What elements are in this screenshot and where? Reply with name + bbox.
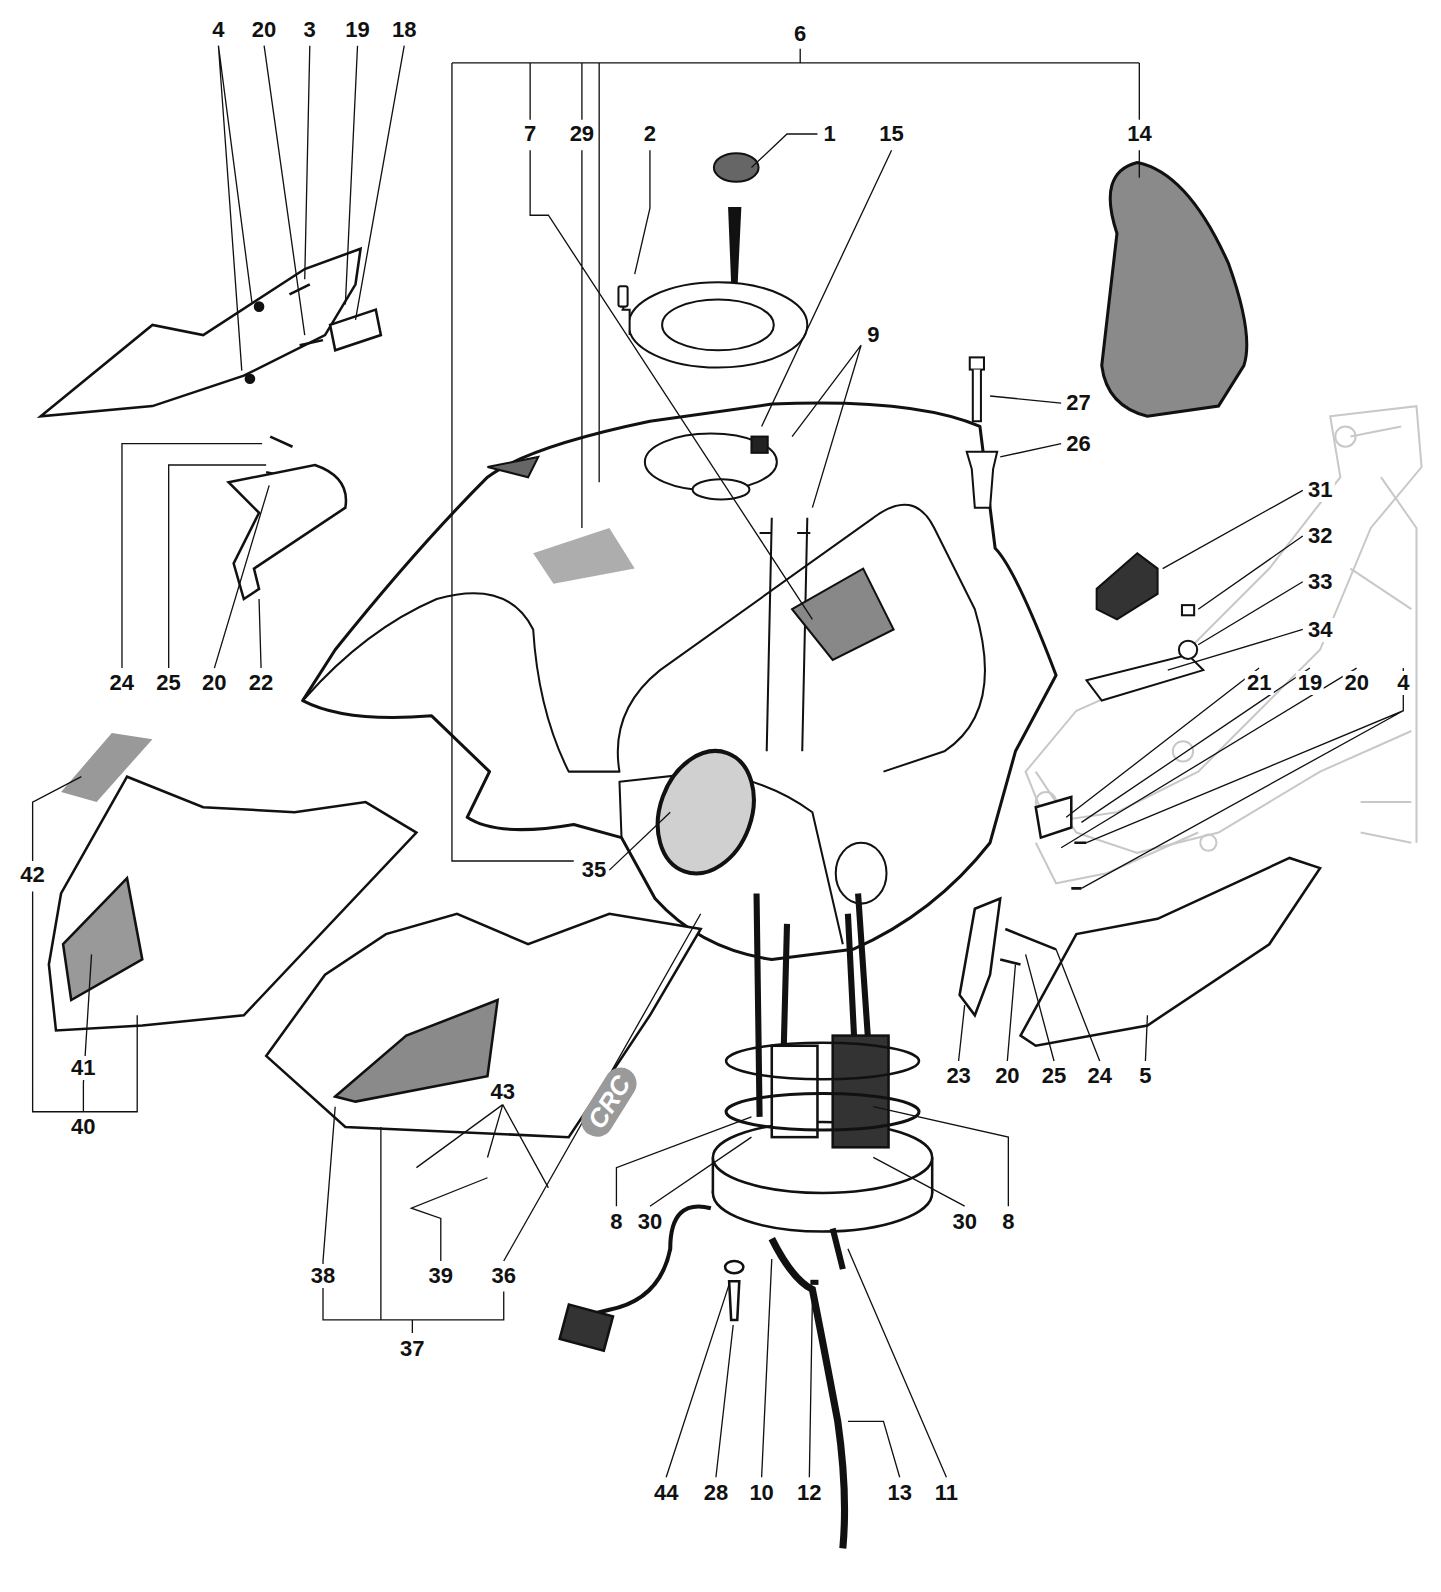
- callout-number: 18: [390, 18, 418, 42]
- side-panel-37: [266, 914, 701, 1137]
- callout-number: 32: [1306, 524, 1334, 548]
- tank-sticker-29: [533, 528, 635, 584]
- callout-number: 8: [1000, 1210, 1016, 1234]
- callout-number: 15: [877, 122, 905, 146]
- callout-number: 39: [426, 1264, 454, 1288]
- callout-number: 31: [1306, 478, 1334, 502]
- callout-number: 35: [580, 858, 608, 882]
- callout-number: 34: [1306, 618, 1334, 642]
- tank-details: [487, 437, 893, 904]
- fuel-tank: [303, 403, 1056, 959]
- callout-number: 20: [200, 671, 228, 695]
- callout-number: 30: [636, 1210, 664, 1234]
- callout-number: 14: [1125, 122, 1153, 146]
- callout-number: 20: [250, 18, 278, 42]
- callout-number: 7: [522, 122, 538, 146]
- callout-number: 22: [247, 671, 275, 695]
- callout-number: 28: [702, 1481, 730, 1505]
- callout-number: 43: [488, 1080, 516, 1104]
- callout-number: 12: [795, 1481, 823, 1505]
- callout-number: 10: [747, 1481, 775, 1505]
- callout-number: 19: [1296, 671, 1324, 695]
- callout-number: 1: [822, 122, 838, 146]
- frame-outline: [1026, 406, 1422, 883]
- callout-number: 38: [309, 1264, 337, 1288]
- callout-number: 44: [652, 1481, 680, 1505]
- callout-number: 19: [343, 18, 371, 42]
- fuel-pump: [560, 893, 933, 1548]
- callout-number: 21: [1245, 671, 1273, 695]
- callout-number: 27: [1064, 391, 1092, 415]
- callout-number: 30: [950, 1210, 978, 1234]
- callout-number: 42: [18, 863, 46, 887]
- callout-number: 4: [1395, 671, 1411, 695]
- callout-number: 4: [210, 18, 226, 42]
- callout-number: 20: [1342, 671, 1370, 695]
- left-top-cover: [41, 249, 381, 599]
- callout-number: 6: [792, 22, 808, 46]
- callout-number: 40: [69, 1115, 97, 1139]
- callout-number: 24: [108, 671, 136, 695]
- callout-number: 9: [865, 323, 881, 347]
- callout-number: 20: [993, 1064, 1021, 1088]
- bolt-and-bushing: [967, 357, 1204, 700]
- callout-number: 24: [1086, 1064, 1114, 1088]
- callout-number: 25: [1040, 1064, 1068, 1088]
- callout-number: 33: [1306, 570, 1334, 594]
- callout-number: 3: [302, 18, 318, 42]
- right-cover-5: [960, 797, 1320, 1046]
- callout-number: 8: [608, 1210, 624, 1234]
- pad-14: [1102, 162, 1247, 416]
- callout-number: 41: [69, 1056, 97, 1080]
- callout-number: 26: [1064, 432, 1092, 456]
- callout-number: 2: [642, 122, 658, 146]
- filler-cap: [618, 153, 807, 367]
- callout-number: 36: [489, 1264, 517, 1288]
- callout-number: 11: [933, 1481, 960, 1505]
- callout-number: 5: [1137, 1064, 1153, 1088]
- leader-lines: [33, 46, 1404, 1478]
- callout-number: 25: [154, 671, 182, 695]
- callout-number: 23: [944, 1064, 972, 1088]
- callout-number: 13: [885, 1481, 913, 1505]
- callout-number: 37: [398, 1337, 426, 1361]
- callout-number: 29: [568, 122, 596, 146]
